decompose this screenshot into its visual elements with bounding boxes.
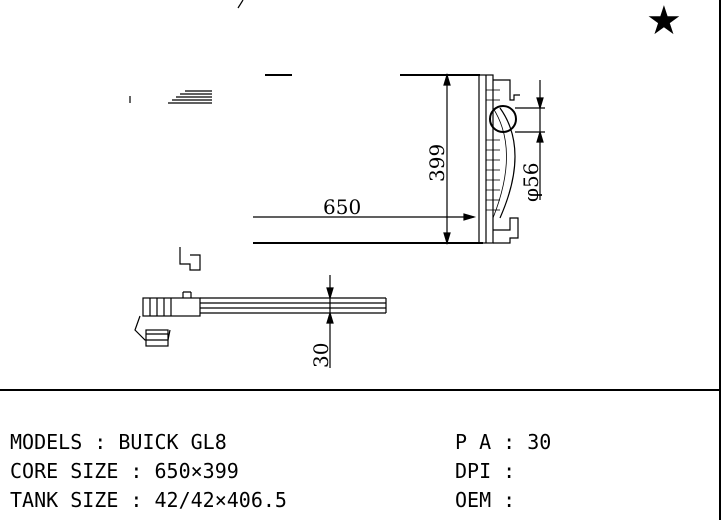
tank-size-line: TANK SIZE : 42/42×406.5 bbox=[10, 488, 287, 512]
left-tank-fragment bbox=[168, 90, 212, 104]
thickness-dimension-label: 30 bbox=[309, 343, 333, 368]
width-dimension-label: 650 bbox=[323, 195, 361, 219]
oem-line: OEM : bbox=[455, 488, 516, 512]
star-icon: ★ bbox=[646, 0, 682, 44]
outlet-port bbox=[489, 105, 517, 133]
bracket-fragment bbox=[179, 247, 201, 271]
core-size-line: CORE SIZE : 650×399 bbox=[10, 459, 239, 483]
diameter-dimension-label: φ56 bbox=[519, 163, 543, 202]
models-line: MODELS : BUICK GL8 bbox=[10, 430, 227, 454]
stray-mark bbox=[237, 0, 244, 9]
pa-line: P A : 30 bbox=[455, 430, 552, 454]
height-dimension-label: 399 bbox=[425, 144, 449, 182]
section-divider bbox=[0, 389, 721, 391]
side-tank bbox=[478, 74, 520, 244]
side-view bbox=[134, 291, 387, 347]
radiator-drawing: 650 399 φ56 30 bbox=[129, 0, 545, 368]
dpi-line: DPI : bbox=[455, 459, 516, 483]
